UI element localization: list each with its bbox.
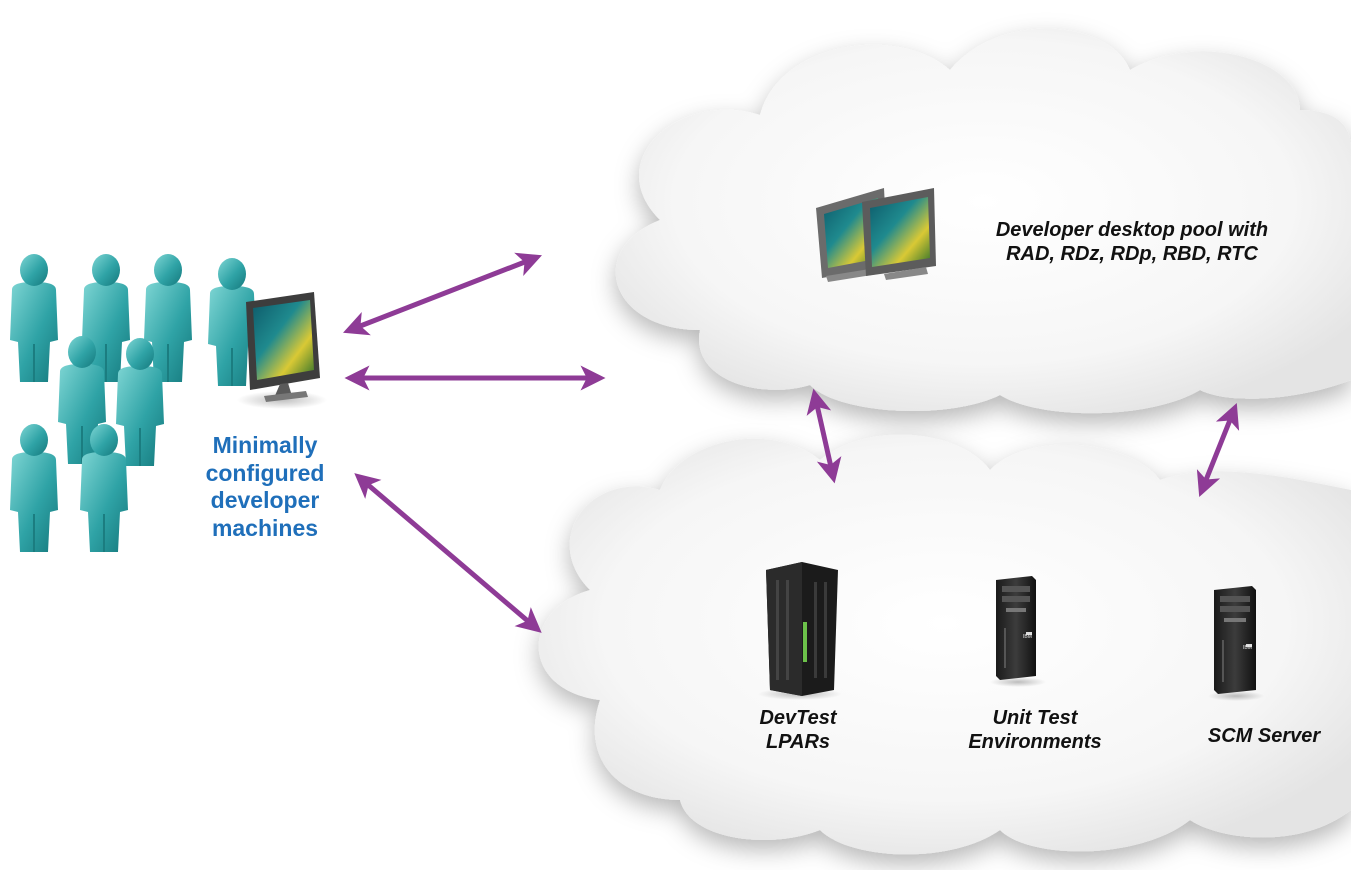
devtest-lpars-label: DevTest LPARs — [718, 706, 878, 754]
devtest-lpars-label-line: LPARs — [765, 731, 831, 753]
developer-label-line: machines — [211, 514, 319, 541]
person-icon — [144, 254, 192, 382]
desktop-pool-label: Developer desktop pool with RAD, RDz, RD… — [942, 218, 1322, 266]
developer-label-line: configured — [205, 459, 325, 486]
devtest-lpars-label-line: DevTest — [759, 707, 837, 729]
ibm-badge: IBM — [1023, 634, 1032, 640]
person-icon — [208, 258, 256, 386]
arrow-dev-to-upper-cloud-1 — [343, 252, 542, 336]
lower-cloud — [538, 434, 1351, 855]
mainframe-icon — [758, 562, 842, 700]
scm-server-label-line: SCM Server — [1207, 725, 1321, 747]
upper-cloud — [615, 28, 1351, 414]
developer-machines-label: Minimally configured developer machines — [170, 432, 360, 542]
connection-arrows — [343, 252, 1240, 633]
tower-server-icon — [1208, 586, 1264, 701]
desktop-pool-label-line: RAD, RDz, RDp, RBD, RTC — [1006, 243, 1258, 265]
arrow-desktop-pool-to-lpars — [806, 388, 842, 484]
unit-test-environments-label: Unit Test Environments — [940, 706, 1130, 754]
unit-test-label-line: Unit Test — [992, 707, 1078, 729]
desktop-pool-label-line: Developer desktop pool with — [995, 219, 1269, 241]
ibm-badge: IBM — [1243, 645, 1252, 651]
arrow-desktop-pool-to-scm — [1196, 403, 1240, 497]
developer-group-icon — [10, 254, 256, 552]
person-icon — [80, 424, 128, 552]
desktop-pool-monitor-icon — [862, 188, 936, 280]
developer-label-line: Minimally — [212, 432, 318, 458]
tower-server-icon — [990, 576, 1046, 687]
unit-test-label-line: Environments — [968, 731, 1102, 753]
scm-server-label: SCM Server — [1184, 724, 1344, 748]
person-icon — [116, 338, 164, 466]
developer-monitor-icon — [237, 292, 327, 409]
developer-label-line: developer — [210, 487, 320, 514]
arrow-dev-to-lower-cloud — [354, 473, 542, 633]
person-icon — [10, 254, 58, 382]
person-icon — [10, 424, 58, 552]
